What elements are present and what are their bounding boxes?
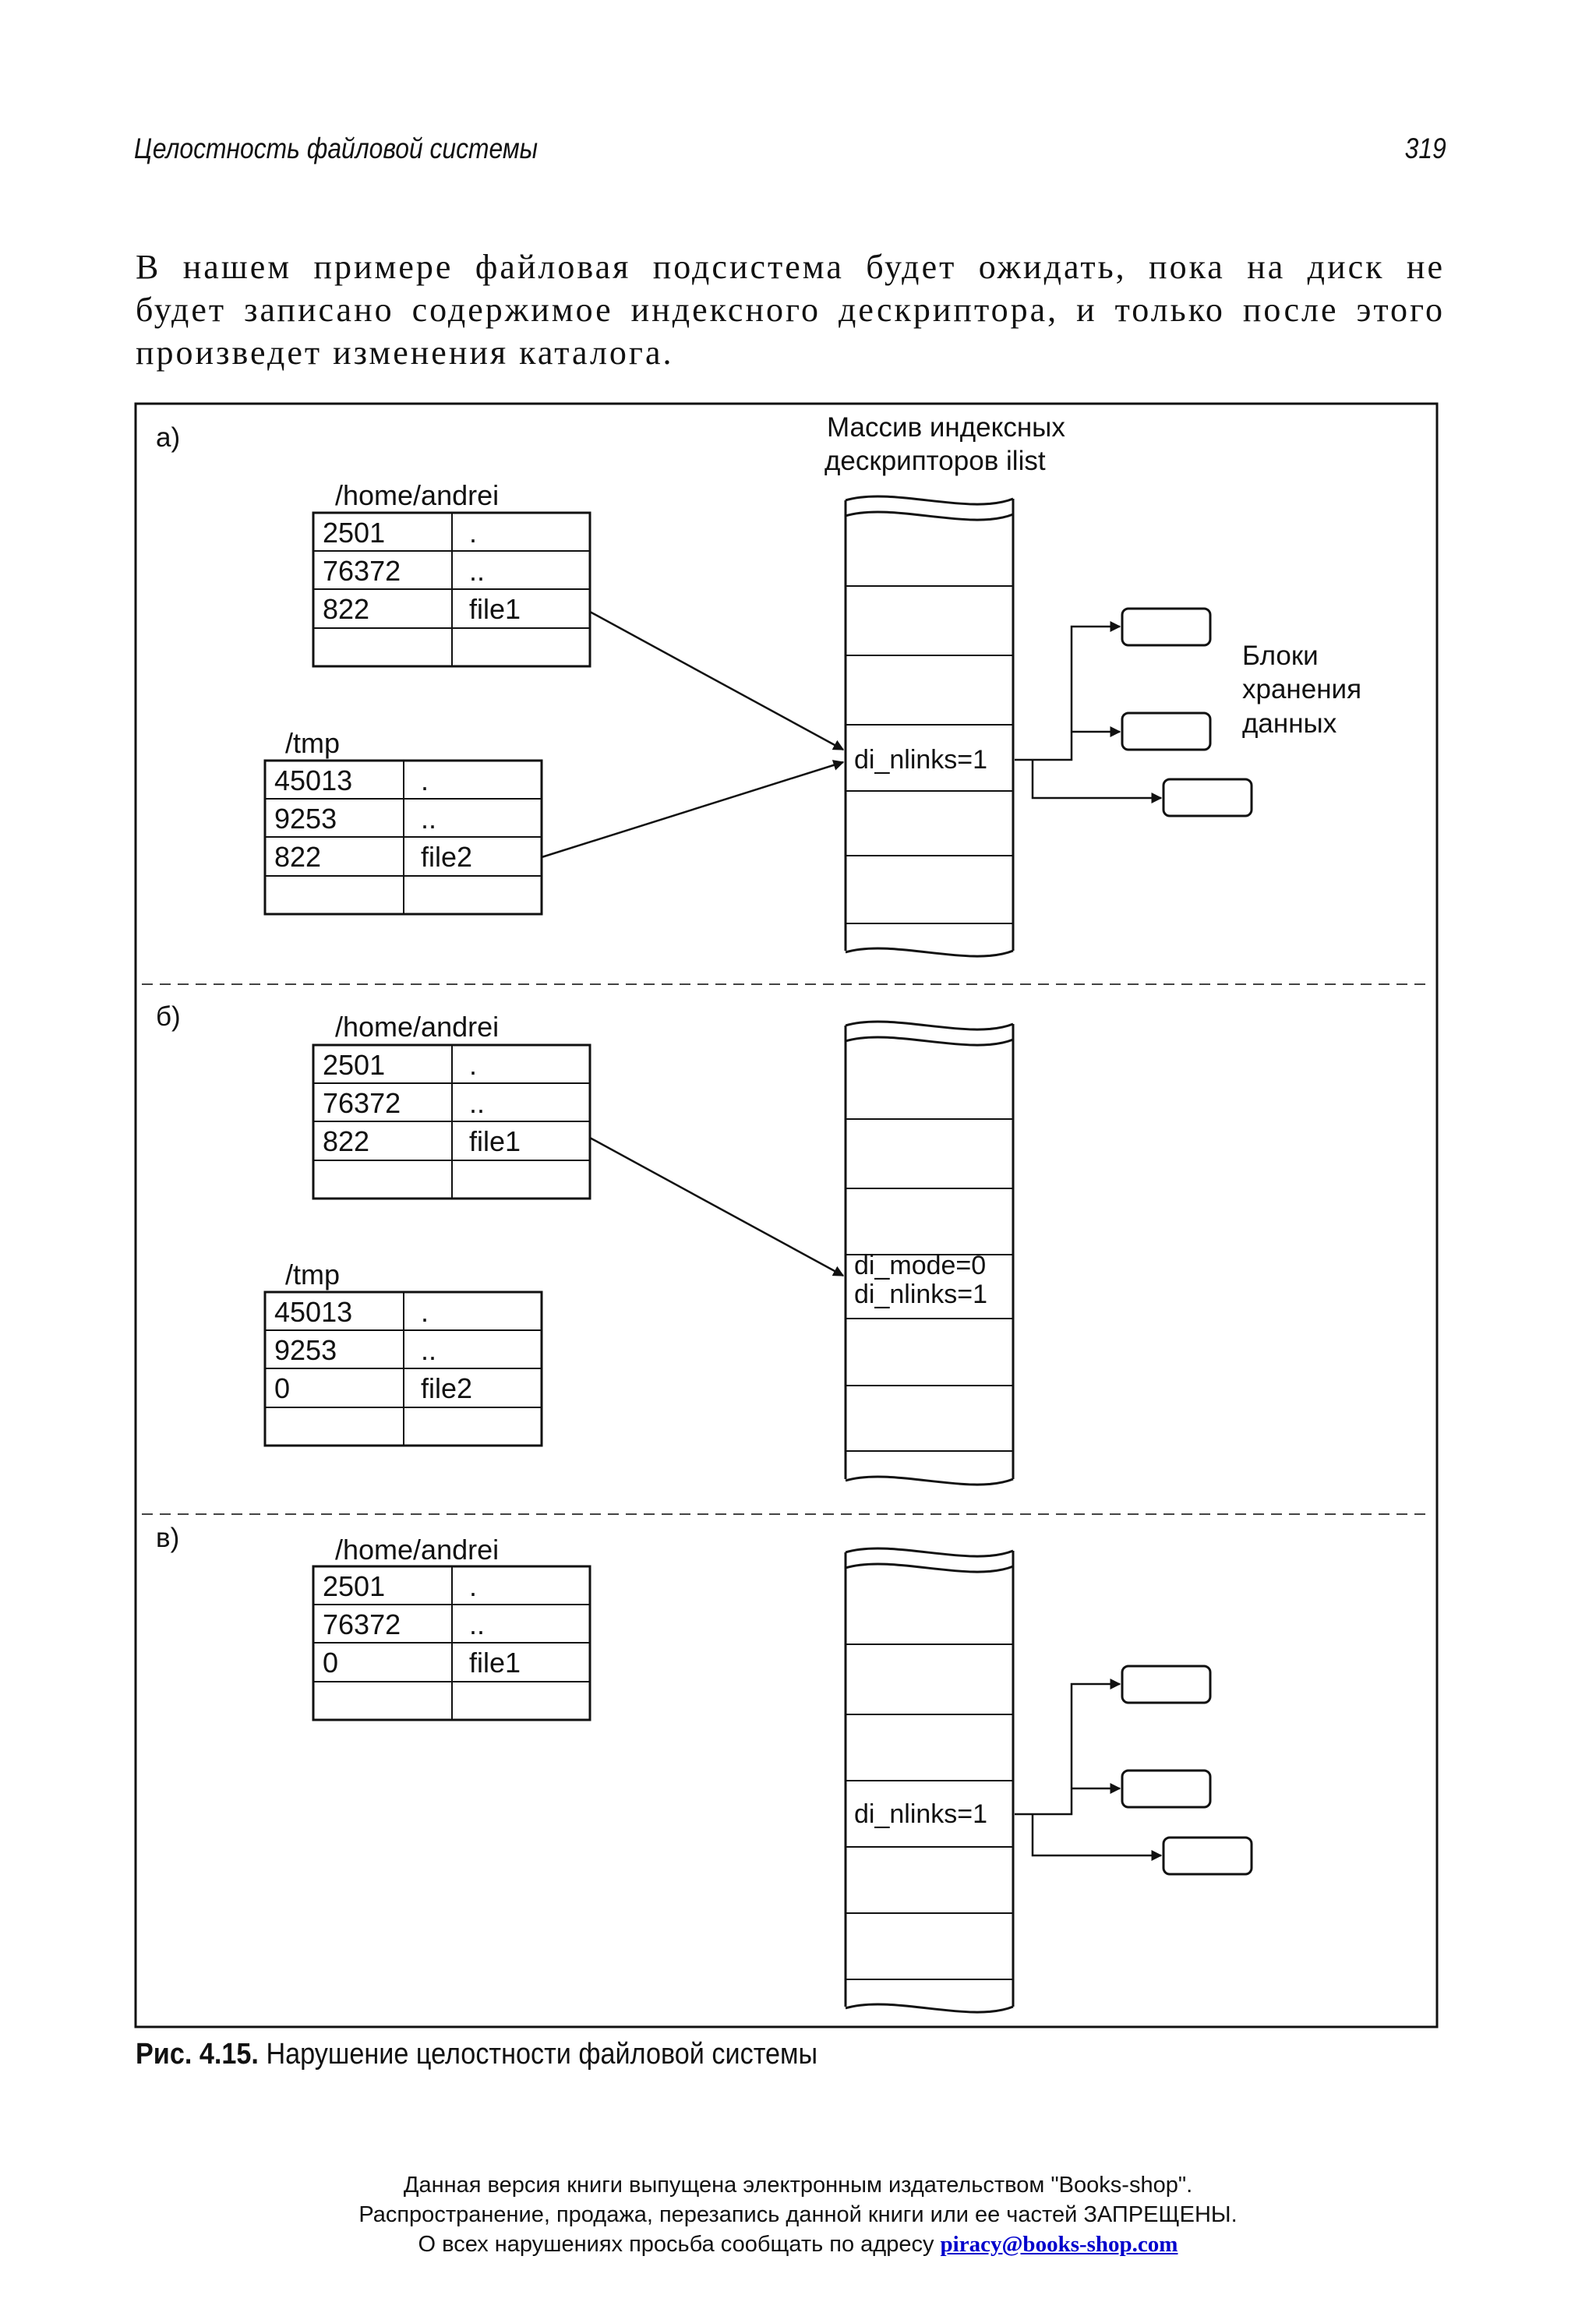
table-cell: . bbox=[469, 1049, 477, 1081]
link-arrows bbox=[541, 610, 845, 859]
footer-line: Данная версия книги выпущена электронным… bbox=[403, 2173, 1193, 2198]
figure-caption-text: Нарушение целостности файловой системы bbox=[266, 2038, 818, 2071]
table-cell: .. bbox=[469, 555, 485, 587]
footer-line-text: О всех нарушениях просьба сообщать по ад… bbox=[418, 2232, 941, 2257]
footer-line: Распространение, продажа, перезапись дан… bbox=[358, 2202, 1238, 2227]
table-cell: .. bbox=[469, 1608, 485, 1640]
inode-field: di_nlinks=1 bbox=[854, 745, 987, 775]
link-arrows bbox=[589, 1136, 845, 1277]
table-cell: 2501 bbox=[323, 1570, 385, 1602]
table-cell: 76372 bbox=[323, 1087, 401, 1119]
running-header-title: Целостность файловой системы bbox=[134, 132, 538, 164]
ilist-title: Массив индексных bbox=[827, 412, 1065, 443]
table-cell: . bbox=[469, 517, 477, 549]
table-cell: 822 bbox=[323, 593, 369, 625]
table-cell: 822 bbox=[323, 1125, 369, 1157]
footer-line: О всех нарушениях просьба сообщать по ад… bbox=[0, 2230, 1596, 2259]
dir-table-home bbox=[312, 511, 591, 668]
data-blocks bbox=[1015, 1665, 1253, 1876]
dir-path: /home/andrei bbox=[335, 1534, 499, 1566]
dir-path: /home/andrei bbox=[335, 1011, 499, 1043]
paragraph-line: будет записано содержимое индексного дес… bbox=[136, 291, 1445, 329]
blocks-label: хранения bbox=[1242, 674, 1361, 704]
inode-field: di_nlinks=1 bbox=[854, 1280, 987, 1309]
dir-path: /tmp bbox=[285, 1259, 340, 1290]
dir-path: /home/andrei bbox=[335, 479, 499, 511]
table-cell: 45013 bbox=[274, 764, 352, 796]
footer-notice: Данная версия книги выпущена электронным… bbox=[0, 2170, 1596, 2259]
data-blocks bbox=[1015, 607, 1253, 817]
table-cell: . bbox=[421, 764, 429, 796]
table-cell: file1 bbox=[469, 1647, 521, 1679]
inode-field: di_nlinks=1 bbox=[854, 1799, 987, 1829]
dir-table-tmp bbox=[263, 759, 543, 916]
email-link[interactable]: piracy@books-shop.com bbox=[940, 2232, 1178, 2257]
dir-table-tmp bbox=[263, 1290, 543, 1447]
panel-label: в) bbox=[156, 1523, 179, 1553]
panel-label: б) bbox=[156, 1001, 181, 1032]
ilist-array bbox=[844, 495, 1015, 958]
table-cell: .. bbox=[469, 1087, 485, 1119]
ilist-array bbox=[844, 1547, 1015, 2014]
table-cell: file2 bbox=[421, 1372, 472, 1404]
panel-label: а) bbox=[156, 422, 180, 453]
figure-number: Рис. 4.15. bbox=[136, 2038, 259, 2071]
table-cell: 76372 bbox=[323, 1608, 401, 1640]
table-cell: 76372 bbox=[323, 555, 401, 587]
table-cell: . bbox=[469, 1570, 477, 1602]
table-cell: 9253 bbox=[274, 803, 337, 835]
table-cell: file2 bbox=[421, 841, 472, 873]
table-cell: 0 bbox=[323, 1647, 338, 1679]
blocks-label: Блоки bbox=[1242, 641, 1319, 671]
table-cell: .. bbox=[421, 803, 436, 835]
table-cell: 9253 bbox=[274, 1334, 337, 1366]
inode-field: di_mode=0 bbox=[854, 1251, 986, 1280]
paragraph-line: произведет изменения каталога. bbox=[136, 334, 674, 372]
paragraph-line: В нашем примере файловая подсистема буде… bbox=[136, 248, 1445, 286]
dir-table-home bbox=[312, 1043, 591, 1200]
table-cell: . bbox=[421, 1296, 429, 1328]
table-cell: 2501 bbox=[323, 1049, 385, 1081]
table-cell: 0 bbox=[274, 1372, 290, 1404]
table-cell: file1 bbox=[469, 1125, 521, 1157]
blocks-label: данных bbox=[1242, 708, 1337, 739]
ilist-title: дескрипторов ilist bbox=[824, 446, 1046, 476]
figure-frame bbox=[134, 402, 1439, 2028]
dir-path: /tmp bbox=[285, 727, 340, 759]
table-cell: file1 bbox=[469, 593, 521, 625]
body-paragraph: В нашем примере файловая подсистема буде… bbox=[136, 245, 1445, 374]
figure-caption: Рис. 4.15. Нарушение целостности файлово… bbox=[136, 2038, 817, 2071]
table-cell: 45013 bbox=[274, 1296, 352, 1328]
table-cell: 822 bbox=[274, 841, 321, 873]
page-number: 319 bbox=[1404, 132, 1446, 164]
table-cell: 2501 bbox=[323, 517, 385, 549]
dir-table-home bbox=[312, 1565, 591, 1721]
table-cell: .. bbox=[421, 1334, 436, 1366]
ilist-array bbox=[844, 1020, 1015, 1486]
